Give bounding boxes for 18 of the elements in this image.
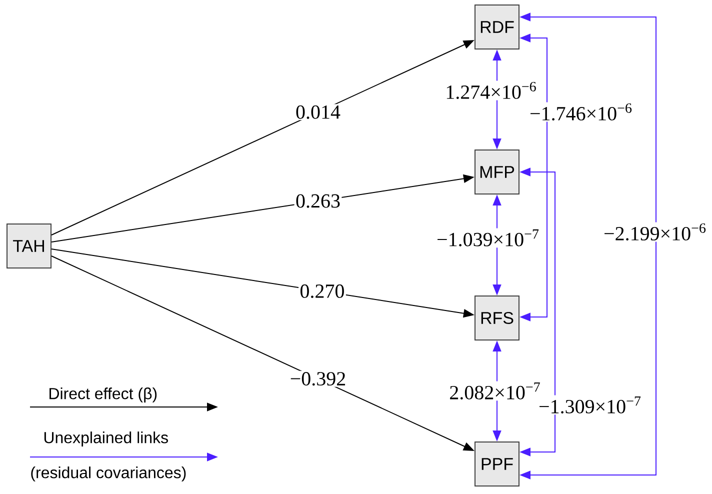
variable-box: TAH (6, 224, 52, 268)
edge-label: −1.746×10$^{−6}$ (528, 102, 634, 122)
legend-label: Unexplained links (44, 432, 168, 446)
edge-label: 2.082×10$^{−7}$ (448, 381, 542, 401)
edge-label: 0.263 (294, 193, 342, 210)
edge-label: −2.199×10$^{−6}$ (602, 222, 708, 242)
edge-label: 0.270 (298, 283, 346, 300)
variable-box: RDF (474, 4, 520, 50)
edge-label: 1.274×10$^{−6}$ (444, 80, 538, 100)
edge-label: 0.014 (294, 104, 342, 120)
edge-label: −0.392 (288, 370, 348, 387)
variable-box: PPF (474, 441, 520, 486)
variable-box: MFP (474, 149, 520, 194)
edge-label: −1.039×10$^{−7}$ (435, 228, 541, 248)
edge-label: −1.309×10$^{−7}$ (537, 395, 643, 415)
variable-box: RFS (474, 295, 520, 340)
note-text: (residual covariances) (31, 466, 186, 482)
legend-label: Direct effect (β) (50, 388, 157, 402)
